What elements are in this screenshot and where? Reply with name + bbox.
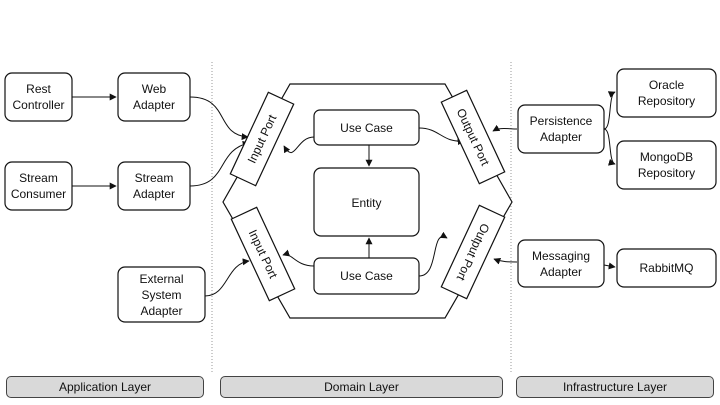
external-system-adapter-label-line1: External <box>139 272 183 286</box>
use-case-top-label: Use Case <box>340 121 393 135</box>
infrastructure-layer-bar: Infrastructure Layer <box>516 376 714 398</box>
external-system-adapter-label-line3: Adapter <box>140 304 182 318</box>
persistence-adapter-box: Persistence Adapter <box>517 104 605 154</box>
edge-usecase-top-to-input-port <box>283 136 315 154</box>
persistence-adapter-label-line2: Adapter <box>540 130 582 144</box>
messaging-adapter-box: Messaging Adapter <box>517 239 605 288</box>
rabbitmq-box: RabbitMQ <box>616 248 717 288</box>
external-system-adapter-box: External System Adapter <box>117 266 206 323</box>
oracle-repository-box: Oracle Repository <box>616 68 717 118</box>
entity-box: Entity <box>313 167 420 237</box>
rabbitmq-label: RabbitMQ <box>639 261 693 275</box>
use-case-top-box: Use Case <box>313 109 420 146</box>
persistence-adapter-label-line1: Persistence <box>530 114 593 128</box>
messaging-adapter-label-line1: Messaging <box>532 249 590 263</box>
edge-stream-adapter-to-input-port <box>189 140 250 187</box>
web-adapter-box: Web Adapter <box>117 72 191 122</box>
mongodb-repository-label-line1: MongoDB <box>640 150 693 164</box>
stream-adapter-label-line2: Adapter <box>133 187 175 201</box>
stream-adapter-label-line1: Stream <box>135 171 174 185</box>
rest-controller-box: Rest Controller <box>4 72 73 122</box>
stream-consumer-label-line1: Stream <box>19 171 58 185</box>
output-port-bottom: Output Port <box>440 204 506 300</box>
web-adapter-label-line1: Web <box>142 82 167 96</box>
edge-external-adapter-to-input-port <box>204 258 250 297</box>
use-case-bottom-box: Use Case <box>313 257 420 295</box>
connectors <box>72 91 616 297</box>
messaging-adapter-label-line2: Adapter <box>540 265 582 279</box>
oracle-repository-label-line1: Oracle <box>649 78 685 92</box>
edge-persistence-to-output-port <box>492 124 518 132</box>
edge-persistence-to-oracle <box>603 91 616 130</box>
edge-web-adapter-to-input-port <box>189 96 249 141</box>
domain-layer-label: Domain Layer <box>324 380 399 394</box>
entity-label: Entity <box>351 196 381 210</box>
rest-controller-label-line1: Rest <box>26 82 51 96</box>
application-layer-bar: Application Layer <box>6 376 204 398</box>
edge-usecase-bottom-to-input-port <box>282 249 315 267</box>
input-port-top: Input Port <box>229 91 295 187</box>
mongodb-repository-box: MongoDB Repository <box>616 140 717 190</box>
oracle-repository-label-line2: Repository <box>638 94 695 108</box>
input-port-bottom: Input Port <box>230 206 296 302</box>
domain-layer-bar: Domain Layer <box>220 376 503 398</box>
use-case-bottom-label: Use Case <box>340 269 393 283</box>
stream-adapter-box: Stream Adapter <box>117 161 191 211</box>
edge-usecase-bottom-to-output-port <box>418 231 448 277</box>
application-layer-label: Application Layer <box>58 380 152 394</box>
external-system-adapter-label-line2: System <box>141 288 181 302</box>
edge-messaging-to-output-port <box>493 257 518 265</box>
mongodb-repository-label-line2: Repository <box>638 166 695 180</box>
stream-consumer-box: Stream Consumer <box>4 161 73 211</box>
edge-messaging-to-rabbitmq <box>603 262 616 270</box>
stream-consumer-label-line2: Consumer <box>11 187 66 201</box>
infrastructure-layer-label: Infrastructure Layer <box>562 380 668 394</box>
rest-controller-label-line2: Controller <box>12 98 64 112</box>
edge-persistence-to-mongodb <box>603 128 616 166</box>
web-adapter-label-line2: Adapter <box>133 98 175 112</box>
